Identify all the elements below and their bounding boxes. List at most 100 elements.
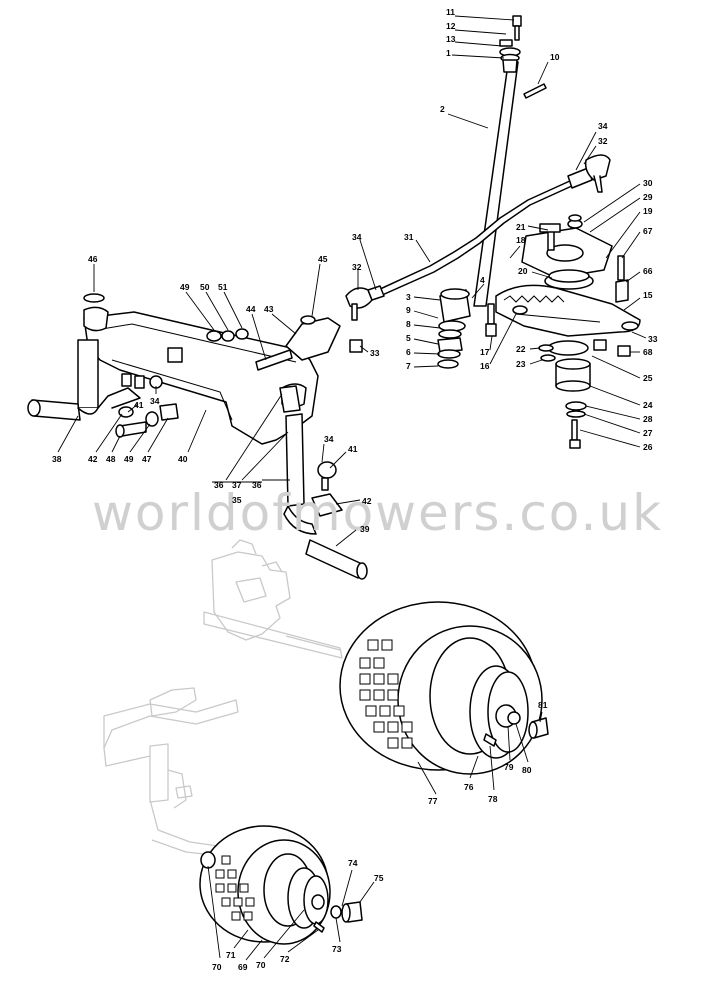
svg-text:13: 13 <box>446 34 456 44</box>
callout: 4 <box>471 275 485 299</box>
callout: 17 <box>480 335 493 357</box>
svg-text:75: 75 <box>374 873 384 883</box>
svg-text:73: 73 <box>332 944 342 954</box>
callout: 39 <box>335 524 370 547</box>
callout: 31 <box>404 232 431 263</box>
callout: 34 <box>575 121 608 171</box>
callout: 35 <box>212 481 262 505</box>
callout: 48 <box>106 435 121 464</box>
callout: 67 <box>621 226 653 259</box>
callout: 74 <box>341 858 358 907</box>
svg-text:38: 38 <box>52 454 62 464</box>
callout: 42 <box>335 496 372 506</box>
tie-rod <box>345 154 611 321</box>
svg-text:37: 37 <box>232 480 242 490</box>
svg-text:78: 78 <box>488 794 498 804</box>
svg-text:66: 66 <box>643 266 653 276</box>
svg-text:17: 17 <box>480 347 490 357</box>
callouts: 11 12 13 1 10 2 34 32 30 29 19 21 18 67 … <box>52 7 658 972</box>
svg-text:34: 34 <box>352 232 362 242</box>
svg-text:1: 1 <box>446 48 451 58</box>
callout: 68 <box>630 347 653 357</box>
svg-text:45: 45 <box>318 254 328 264</box>
svg-text:29: 29 <box>643 192 653 202</box>
callout: 34 <box>352 232 377 291</box>
svg-text:47: 47 <box>142 454 152 464</box>
callout: 19 <box>605 206 653 259</box>
callout: 12 <box>446 21 507 35</box>
right-spindle <box>279 385 368 580</box>
callout: 32 <box>352 262 362 290</box>
svg-text:41: 41 <box>134 400 144 410</box>
callout: 41 <box>127 400 144 413</box>
svg-text:79: 79 <box>504 762 514 772</box>
callout: 21 <box>516 222 549 232</box>
svg-text:68: 68 <box>643 347 653 357</box>
svg-text:21: 21 <box>516 222 526 232</box>
pinion-stack <box>437 288 528 369</box>
svg-text:74: 74 <box>348 858 358 868</box>
callout: 76 <box>464 755 479 792</box>
svg-text:43: 43 <box>264 304 274 314</box>
callout: 10 <box>537 52 560 85</box>
callout: 34 <box>150 386 160 406</box>
callout: 36 <box>214 393 283 490</box>
svg-text:6: 6 <box>406 347 411 357</box>
svg-text:28: 28 <box>643 414 653 424</box>
svg-text:76: 76 <box>464 782 474 792</box>
svg-text:39: 39 <box>360 524 370 534</box>
svg-text:24: 24 <box>643 400 653 410</box>
callout: 43 <box>264 304 297 335</box>
svg-text:12: 12 <box>446 21 456 31</box>
callout: 30 <box>583 178 653 223</box>
callout: 18 <box>509 235 526 259</box>
svg-text:3: 3 <box>406 292 411 302</box>
callout: 71 <box>226 929 249 960</box>
svg-text:19: 19 <box>643 206 653 216</box>
svg-text:33: 33 <box>648 334 658 344</box>
svg-text:23: 23 <box>516 359 526 369</box>
svg-text:25: 25 <box>643 373 653 383</box>
steering-sector-assembly <box>495 214 641 449</box>
svg-text:2: 2 <box>440 104 445 114</box>
callout: 69 <box>238 939 263 972</box>
callout: 6 <box>406 347 441 357</box>
callout: 78 <box>488 745 498 804</box>
svg-text:51: 51 <box>218 282 228 292</box>
callout: 44 <box>246 304 267 361</box>
callout: 3 <box>406 292 441 302</box>
callout: 36 <box>252 479 290 490</box>
svg-text:69: 69 <box>238 962 248 972</box>
callout: 28 <box>585 405 653 424</box>
svg-text:15: 15 <box>643 290 653 300</box>
callout: 38 <box>52 415 79 464</box>
callout: 41 <box>329 444 358 469</box>
svg-text:50: 50 <box>200 282 210 292</box>
svg-text:49: 49 <box>180 282 190 292</box>
svg-text:26: 26 <box>643 442 653 452</box>
callout: 45 <box>311 254 328 317</box>
callout: 26 <box>579 429 653 452</box>
callout: 29 <box>589 192 653 233</box>
svg-text:72: 72 <box>280 954 290 964</box>
svg-text:46: 46 <box>88 254 98 264</box>
svg-text:40: 40 <box>178 454 188 464</box>
callout: 20 <box>518 266 553 279</box>
callout: 23 <box>516 359 543 369</box>
svg-text:49: 49 <box>124 454 134 464</box>
front-wheel <box>199 825 363 945</box>
svg-text:31: 31 <box>404 232 414 242</box>
left-hardware <box>115 328 249 438</box>
callout: 13 <box>446 34 503 47</box>
callout: 49 <box>180 282 215 331</box>
svg-text:41: 41 <box>348 444 358 454</box>
callout: 22 <box>516 344 541 354</box>
svg-text:42: 42 <box>362 496 372 506</box>
callout: 2 <box>440 104 489 129</box>
svg-text:71: 71 <box>226 950 236 960</box>
callout: 33 <box>631 331 658 344</box>
svg-text:70: 70 <box>256 960 266 970</box>
svg-text:11: 11 <box>446 7 455 17</box>
svg-text:9: 9 <box>406 305 411 315</box>
callout: 34 <box>321 434 334 463</box>
